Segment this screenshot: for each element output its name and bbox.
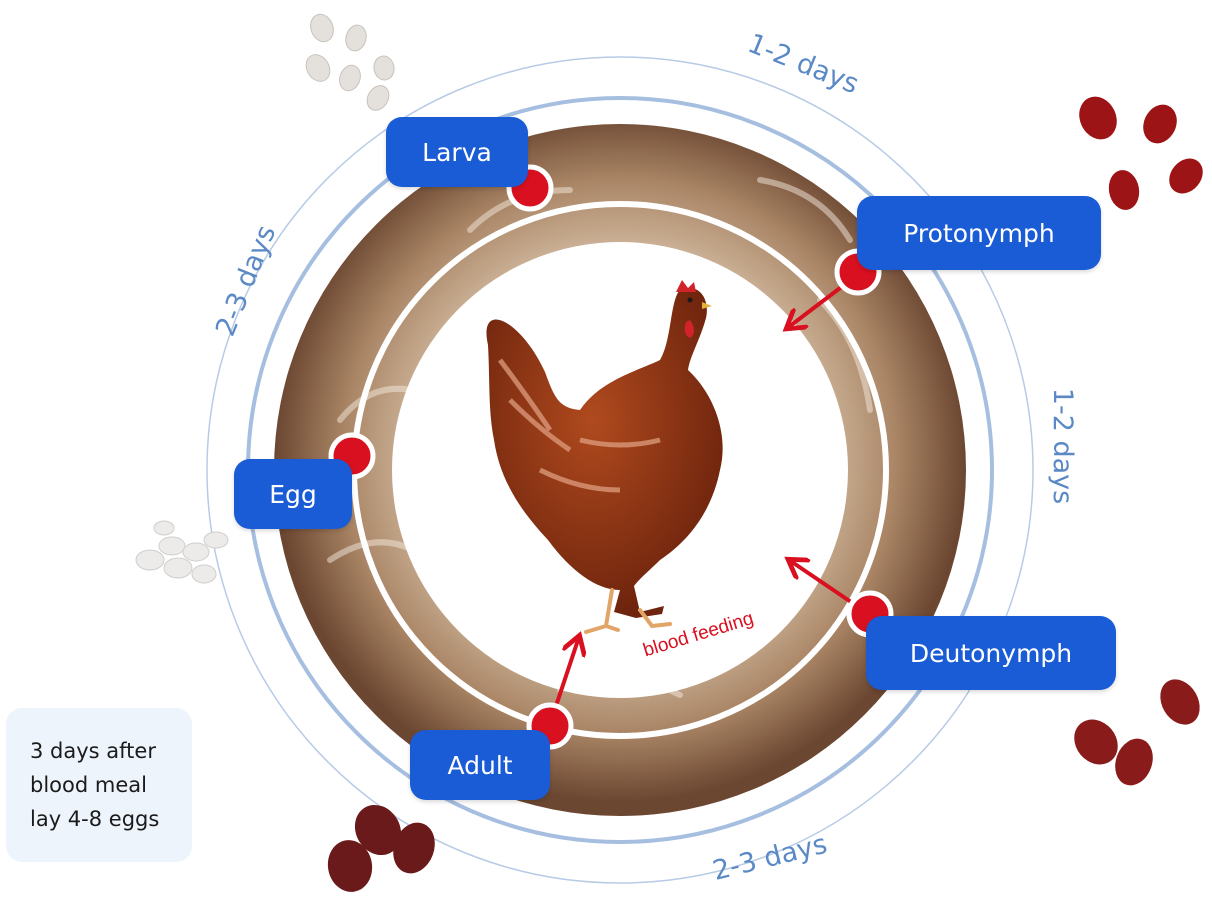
stage-label-protonymph: Protonymph [857, 196, 1101, 270]
protonymph-mites-image [1072, 90, 1209, 212]
duration-protonymph-deutonymph: 1-2 days [1047, 388, 1078, 504]
stage-label-egg: Egg [234, 459, 352, 529]
stage-label-adult: Adult [410, 730, 550, 800]
note-line-1: 3 days after [30, 734, 192, 768]
duration-deutonymph-adult: 2-3 days [710, 829, 830, 887]
duration-larva-protonymph: 1-2 days [743, 28, 863, 100]
larva-mites-image [301, 11, 395, 114]
stage-label-deutonymph: Deutonymph [866, 616, 1116, 690]
egg-cluster-image [136, 521, 228, 583]
stage-label-larva: Larva [386, 117, 528, 187]
note-line-3: lay 4-8 eggs [30, 802, 192, 836]
note-line-2: blood meal [30, 768, 192, 802]
adult-mites-image [324, 796, 442, 895]
egg-laying-note: 3 days after blood meal lay 4-8 eggs [6, 708, 192, 862]
duration-egg-larva: 2-3 days [210, 221, 282, 341]
